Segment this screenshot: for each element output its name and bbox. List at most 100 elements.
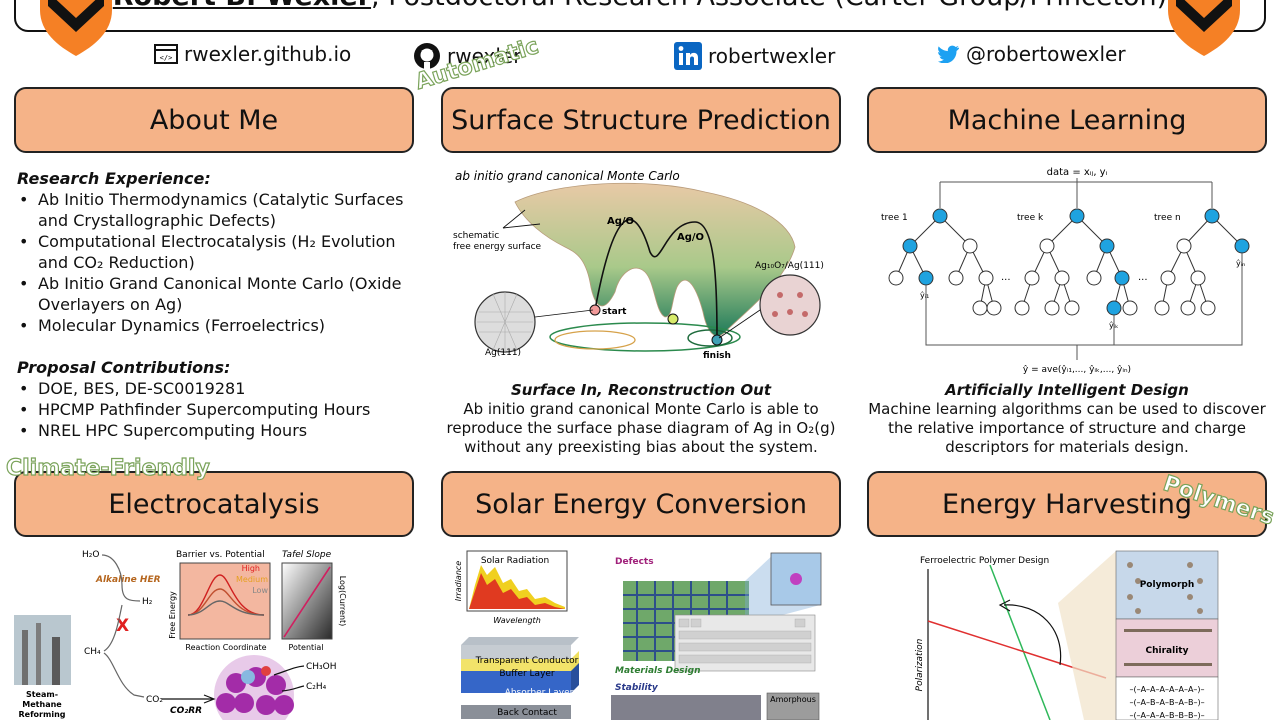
ml-caption: Artificially Intelligent Design Machine … (867, 381, 1267, 457)
polymorph-label: Polymorph (1140, 580, 1195, 590)
random-forest-figure: data = xᵢⱼ, yᵢ tree 1 tree k tree n ... … (881, 167, 1250, 375)
list-item: HPCMP Pathfinder Supercomputing Hours (17, 399, 417, 420)
section-header-surface: Surface Structure Prediction (441, 87, 841, 153)
irradiance-label: Irradiance (454, 561, 463, 602)
about-content: Research Experience: Ab Initio Thermodyn… (17, 168, 417, 441)
data-label: data = xᵢⱼ, yᵢ (1047, 167, 1108, 178)
research-list: Ab Initio Thermodynamics (Catalytic Surf… (17, 189, 417, 336)
ml-caption-line: descriptors for materials design. (945, 438, 1189, 456)
electrocatalysis-figure: Steam- Methane Reforming H₂O Alkaline HE… (14, 550, 347, 720)
proposal-list: DOE, BES, DE-SC0019281 HPCMP Pathfinder … (17, 378, 417, 441)
tree-1-label: tree 1 (881, 213, 908, 223)
y-i1-label: ŷᵢ₁ (920, 291, 929, 300)
contact-links: </> rwexler.github.io rwexler robertwexl… (0, 40, 1280, 72)
free-energy-surface (514, 182, 796, 337)
alkaline-her-label: Alkaline HER (95, 575, 161, 585)
chirality-label: Chirality (1146, 646, 1189, 656)
high-label: High (242, 564, 260, 573)
reaction-coordinate-label: Reaction Coordinate (185, 643, 266, 652)
low-label: Low (252, 586, 268, 595)
tafel-title: Tafel Slope (282, 550, 332, 560)
twitter-label: @robertowexler (966, 42, 1126, 66)
sequence-inset (1115, 676, 1219, 720)
methane-label: Methane (22, 700, 62, 709)
co2rr-label: CO₂RR (170, 706, 202, 716)
reforming-label: Reforming (18, 710, 65, 719)
amorphous-inset (766, 692, 820, 720)
polymorph-inset (1115, 550, 1219, 620)
website-label: rwexler.github.io (184, 42, 352, 66)
stability-label: Stability (615, 683, 659, 693)
linkedin-link[interactable]: robertwexler (674, 42, 835, 70)
web-icon: </> (154, 44, 178, 64)
research-heading-text: Research Experience (17, 169, 205, 188)
ag-o-label-1: Ag/O (607, 216, 634, 227)
website-link[interactable]: </> rwexler.github.io (154, 42, 351, 66)
tag-climate-friendly: Climate-Friendly (5, 455, 210, 481)
author-title: , Postdoctoral Research Associate (Carte… (371, 0, 1167, 12)
linkedin-label: robertwexler (708, 44, 836, 68)
amorphous-label: Amorphous (770, 695, 816, 704)
steam-label: Steam- (26, 690, 58, 699)
co2-label: CO₂ (146, 695, 163, 705)
finish-label: finish (703, 351, 731, 361)
back-contact-label: Back Contact (497, 708, 557, 718)
ml-caption-line: the relative importance of structure and… (888, 419, 1246, 437)
barrier-title: Barrier vs. Potential (176, 550, 265, 560)
section-header-ml: Machine Learning (867, 87, 1267, 153)
solar-radiation-label: Solar Radiation (481, 556, 549, 566)
surface-caption: Surface In, Reconstruction Out Ab initio… (441, 381, 841, 457)
absorber-layer-label: Absorber Layer (505, 688, 574, 698)
section-header-harvesting: Energy Harvesting (867, 471, 1267, 537)
tree-n-label: tree n (1154, 213, 1181, 223)
princeton-shield-logo (1168, 0, 1240, 56)
chirality-inset (1115, 618, 1219, 678)
catalyst-cluster (214, 655, 294, 720)
materials-design-label: Materials Design (615, 666, 700, 676)
average-formula: ŷ = ave(ŷᵢ₁,..., ŷᵢₖ,..., ŷᵢₙ) (1023, 365, 1131, 375)
tree-k-label: tree k (1017, 213, 1044, 223)
svg-text:</>: </> (160, 54, 173, 62)
twitter-link[interactable]: @robertowexler (938, 42, 1126, 66)
stability-structure (611, 695, 761, 720)
c2h4-label: C₂H₄ (306, 682, 327, 692)
ag111-label: Ag(111) (485, 348, 521, 358)
h2o-label: H₂O (82, 550, 99, 560)
log-current-label: Log(Current) (338, 576, 347, 627)
ferroelectric-polymer-figure: Ferroelectric Polymer Design Polarizatio… (915, 550, 1219, 720)
github-icon (414, 43, 440, 69)
proposal-heading-text: Proposal Contributions (17, 358, 224, 377)
list-item: DOE, BES, DE-SC0019281 (17, 378, 417, 399)
schematic-label: schematic (453, 231, 499, 241)
github-label: rwexler (447, 44, 522, 68)
ml-caption-title: Artificially Intelligent Design (945, 381, 1189, 399)
proposal-heading: Proposal Contributions: (17, 358, 231, 377)
github-link[interactable]: rwexler (413, 42, 521, 70)
polarization-label: Polarization (915, 638, 925, 691)
research-heading: Research Experience: (17, 169, 211, 188)
solar-energy-figure: Solar Radiation Irradiance Wavelength Tr… (454, 550, 822, 720)
surface-caption-line: Ab initio grand canonical Monte Carlo is… (463, 400, 819, 418)
section-header-solar: Solar Energy Conversion (441, 471, 841, 537)
ag10o7-label: Ag₁₀O₇/Ag(111) (755, 261, 824, 271)
sequence-line: –(–A–A–A–A–A–A–)– (1129, 685, 1204, 694)
ml-caption-line: Machine learning algorithms can be used … (868, 400, 1266, 418)
author-name: Robert B. Wexler (113, 0, 371, 12)
y-in-label: ŷᵢₙ (1236, 259, 1245, 268)
ch3oh-label: CH₃OH (306, 662, 337, 672)
surface-caption-line: without any preexisting bias about the s… (464, 438, 818, 456)
potential-label: Potential (288, 643, 323, 652)
twitter-icon (938, 45, 959, 63)
list-item: Ab Initio Thermodynamics (Catalytic Surf… (17, 189, 417, 231)
ag10o7-inset (759, 274, 821, 336)
poster-title: Robert B. Wexler, Postdoctoral Research … (16, 0, 1264, 12)
defects-label: Defects (615, 557, 654, 567)
h2-label: H₂ (142, 597, 153, 607)
list-item: NREL HPC Supercomputing Hours (17, 420, 417, 441)
list-item: Ab Initio Grand Canonical Monte Carlo (O… (17, 273, 417, 315)
sequence-line: –(–A–A–A–B–B–B–)– (1129, 711, 1204, 720)
ch4-label: CH₄ (84, 647, 101, 657)
section-header-electrocatalysis: Electrocatalysis (14, 471, 414, 537)
list-item: Molecular Dynamics (Ferroelectrics) (17, 315, 417, 336)
ferroelectric-title: Ferroelectric Polymer Design (920, 556, 1049, 566)
